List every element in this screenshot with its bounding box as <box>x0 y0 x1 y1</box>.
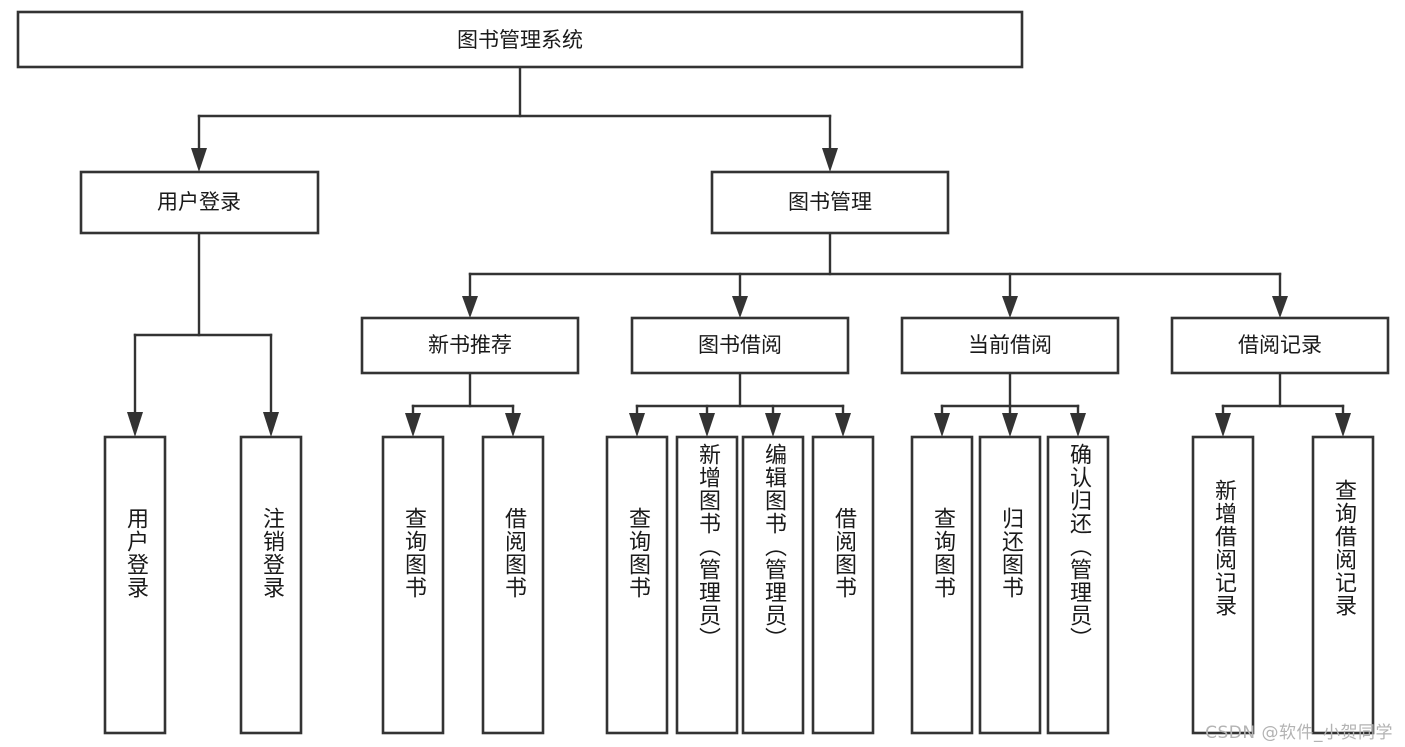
leaf-box-add-book[interactable] <box>675 435 739 735</box>
node-new-book-recommend-label: 新书推荐 <box>428 333 512 357</box>
node-user-login-label: 用户登录 <box>157 190 241 214</box>
leaf-box-add-record[interactable] <box>1191 435 1255 735</box>
leaf-box-return-book[interactable] <box>978 435 1042 735</box>
leaf-box-user-login[interactable] <box>103 435 167 735</box>
connector-bookmgmt-to-level3 <box>462 231 1288 318</box>
connector-borrowrecord-to-leaves <box>1215 371 1351 437</box>
leaf-box-query-book-1[interactable] <box>381 435 445 735</box>
node-user-login[interactable]: 用户登录 <box>79 170 320 235</box>
leaf-boxes <box>103 435 1375 735</box>
node-current-borrow-label: 当前借阅 <box>968 333 1052 357</box>
node-book-borrow-label: 图书借阅 <box>698 333 782 357</box>
node-book-management[interactable]: 图书管理 <box>710 170 950 235</box>
watermark: CSDN @软件_小贺同学 <box>1205 723 1393 743</box>
connector-root-to-level2 <box>191 65 838 172</box>
node-root[interactable]: 图书管理系统 <box>16 10 1024 69</box>
node-borrow-record[interactable]: 借阅记录 <box>1170 316 1390 375</box>
connector-bookborrow-to-leaves <box>629 371 851 437</box>
node-borrow-record-label: 借阅记录 <box>1238 333 1322 357</box>
node-book-borrow[interactable]: 图书借阅 <box>630 316 850 375</box>
leaf-box-borrow-book-1[interactable] <box>481 435 545 735</box>
leaf-box-query-book-2[interactable] <box>605 435 669 735</box>
node-new-book-recommend[interactable]: 新书推荐 <box>360 316 580 375</box>
leaf-box-borrow-book-2[interactable] <box>811 435 875 735</box>
node-book-management-label: 图书管理 <box>788 190 872 214</box>
leaf-box-query-book-3[interactable] <box>910 435 974 735</box>
connector-userlogin-to-leaves <box>127 231 279 437</box>
connector-currentborrow-to-leaves <box>934 371 1086 437</box>
connector-newbook-to-leaves <box>405 371 521 437</box>
node-root-label: 图书管理系统 <box>457 28 583 52</box>
leaf-box-query-record[interactable] <box>1311 435 1375 735</box>
node-current-borrow[interactable]: 当前借阅 <box>900 316 1120 375</box>
leaf-box-confirm-return[interactable] <box>1046 435 1110 735</box>
leaf-box-edit-book[interactable] <box>741 435 805 735</box>
leaf-box-logout[interactable] <box>239 435 303 735</box>
